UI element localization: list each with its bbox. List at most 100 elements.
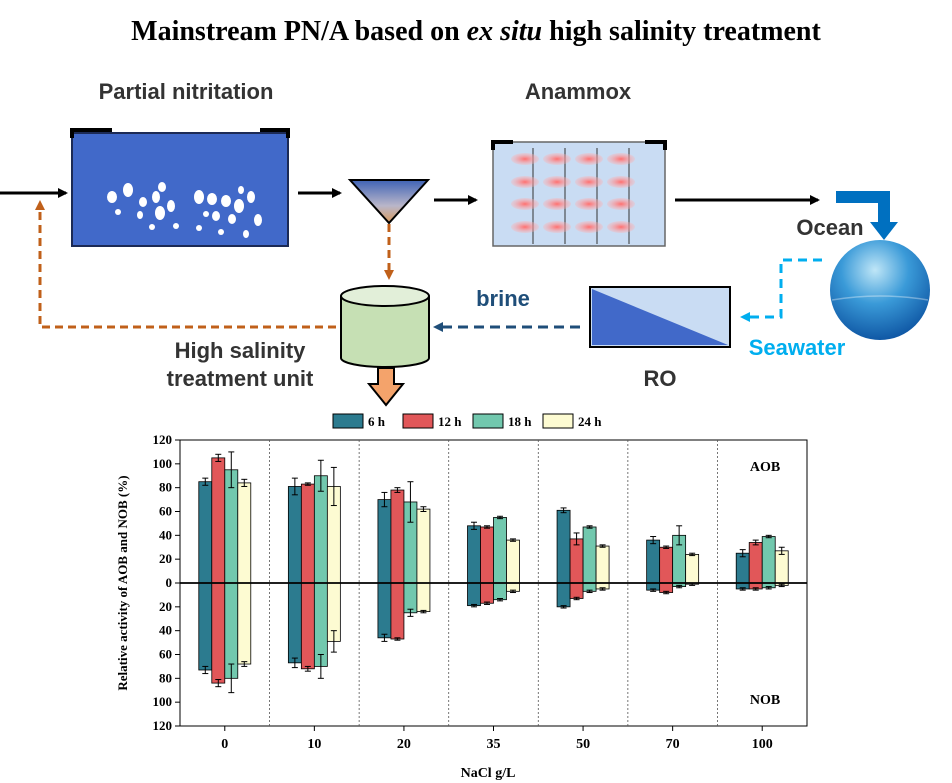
y-tick-label: 120 bbox=[153, 718, 173, 733]
bubble bbox=[234, 199, 244, 213]
nob-bar bbox=[493, 582, 507, 601]
nob-bar bbox=[300, 582, 315, 670]
bubble bbox=[149, 224, 155, 230]
aob-bar bbox=[506, 539, 520, 584]
bubble bbox=[123, 183, 133, 197]
x-tick-label: 100 bbox=[752, 737, 773, 752]
anammox-granule bbox=[607, 198, 635, 210]
y-axis-label: Relative activity of AOB and NOB (%) bbox=[115, 475, 130, 690]
bubble bbox=[207, 193, 217, 205]
bubble bbox=[107, 191, 117, 203]
ro-unit bbox=[589, 286, 731, 348]
anammox-granule bbox=[575, 176, 603, 188]
anammox-granule bbox=[543, 176, 571, 188]
nob-bar bbox=[237, 582, 252, 665]
y-tick-label: 100 bbox=[153, 456, 173, 471]
bubble bbox=[243, 230, 249, 238]
aob-bar bbox=[287, 486, 302, 584]
y-tick-label: 20 bbox=[159, 599, 172, 614]
aob-bar bbox=[569, 538, 584, 584]
anammox-granule bbox=[511, 198, 539, 210]
seawater-arrow bbox=[740, 258, 822, 322]
bubble bbox=[203, 211, 209, 217]
clarifier bbox=[347, 179, 431, 225]
y-tick-label: 40 bbox=[159, 527, 172, 542]
legend-swatch bbox=[472, 413, 504, 429]
nob-bar bbox=[556, 582, 571, 608]
x-tick-label: 20 bbox=[397, 737, 411, 752]
aob-bar bbox=[774, 550, 789, 584]
bubble bbox=[115, 209, 121, 215]
aob-bar bbox=[761, 536, 776, 584]
y-tick-label: 100 bbox=[153, 694, 173, 709]
treatment-unit-label-2: treatment unit bbox=[167, 366, 314, 391]
aob-bar bbox=[377, 499, 392, 584]
anammox-granule bbox=[575, 221, 603, 233]
bubble bbox=[247, 191, 255, 203]
aob-bar bbox=[211, 457, 226, 584]
aob-bar bbox=[735, 552, 750, 584]
nob-bar bbox=[569, 582, 584, 599]
x-axis-label: NaCl g/L bbox=[461, 766, 516, 781]
anammox-granule bbox=[575, 153, 603, 165]
nob-bar bbox=[287, 582, 302, 664]
anammox-granule bbox=[543, 198, 571, 210]
bubble bbox=[254, 214, 262, 226]
nob-bar bbox=[377, 582, 392, 639]
anammox-granule bbox=[511, 221, 539, 233]
aob-annotation: AOB bbox=[750, 460, 780, 475]
nob-bar bbox=[313, 582, 328, 667]
aob-bar bbox=[390, 489, 405, 584]
bubble bbox=[152, 191, 160, 203]
x-tick-label: 35 bbox=[487, 737, 501, 752]
anammox-granule bbox=[607, 221, 635, 233]
legend-swatch bbox=[332, 413, 364, 429]
anammox-granule bbox=[607, 176, 635, 188]
down-arrow bbox=[366, 367, 406, 407]
bubble bbox=[218, 229, 224, 235]
aob-bar bbox=[198, 481, 213, 584]
nob-bar bbox=[480, 582, 494, 604]
y-tick-label: 40 bbox=[159, 623, 172, 638]
partial-nitritation-label: Partial nitritation bbox=[99, 79, 274, 104]
y-tick-label: 60 bbox=[159, 647, 172, 662]
bubble bbox=[228, 214, 236, 224]
bubble bbox=[212, 211, 220, 221]
y-tick-label: 20 bbox=[159, 551, 172, 566]
legend-label: 24 h bbox=[578, 414, 602, 429]
bubble bbox=[173, 223, 179, 229]
x-tick-label: 70 bbox=[666, 737, 680, 752]
aob-bar bbox=[237, 482, 252, 584]
aob-bar bbox=[556, 509, 571, 584]
aob-bar bbox=[300, 483, 315, 584]
aob-bar bbox=[659, 546, 674, 584]
nob-bar bbox=[390, 582, 405, 640]
y-tick-label: 80 bbox=[159, 670, 172, 685]
anammox-granules bbox=[511, 153, 635, 233]
anammox-granule bbox=[511, 176, 539, 188]
aeration-bubbles bbox=[107, 182, 262, 238]
ocean-image bbox=[830, 240, 930, 340]
seawater-label: Seawater bbox=[749, 335, 846, 360]
aob-bar bbox=[493, 517, 507, 584]
ocean-label: Ocean bbox=[796, 215, 863, 240]
nob-bar bbox=[211, 582, 226, 684]
anammox-label: Anammox bbox=[525, 79, 632, 104]
bubble bbox=[139, 197, 147, 207]
legend-swatch bbox=[402, 413, 434, 429]
high-salinity-treatment-unit bbox=[340, 285, 430, 368]
y-tick-label: 0 bbox=[166, 575, 173, 590]
anammox-granule bbox=[543, 221, 571, 233]
aob-bar bbox=[595, 545, 610, 584]
brine-label: brine bbox=[476, 286, 530, 311]
y-tick-label: 60 bbox=[159, 504, 172, 519]
partial-nitritation-tank bbox=[70, 128, 290, 247]
anammox-reactor bbox=[491, 140, 667, 247]
aob-bar bbox=[480, 526, 494, 584]
bubble bbox=[238, 186, 244, 194]
nob-bar bbox=[403, 582, 418, 614]
